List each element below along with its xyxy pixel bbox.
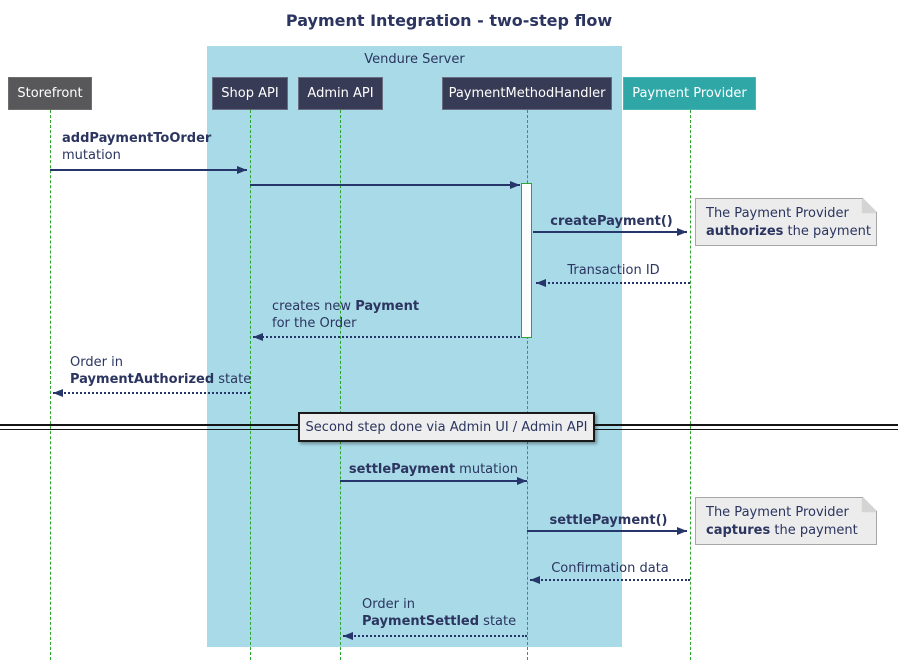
lifeline-shop-api [250,110,251,660]
message-add-payment-line2: mutation [62,148,121,163]
message-creates-payment-pre: creates new [272,299,356,314]
participant-storefront: Storefront [8,77,92,110]
lifeline-storefront [50,110,51,660]
message-confirmation-text: Confirmation data [551,561,669,576]
message-order-authorized-line1: Order in [70,355,123,370]
message-order-settled-bold: PaymentSettled [362,614,480,629]
message-order-authorized-bold: PaymentAuthorized [70,372,215,387]
message-settle-call-label: settlePayment() [527,512,690,529]
message-add-payment-bold: addPaymentToOrder [62,131,212,146]
message-create-payment-bold: createPayment() [550,214,673,229]
vendure-server-label: Vendure Server [364,52,465,67]
message-create-payment-label: createPayment() [533,213,690,230]
message-settle-mutation-bold: settlePayment [348,462,456,477]
message-order-settled-arrow [343,632,527,640]
message-transaction-id-arrow [536,279,690,287]
message-transaction-id-text: Transaction ID [567,263,660,278]
message-order-settled-label: Order in PaymentSettled state [362,596,516,630]
message-confirmation-arrow [530,576,690,584]
participant-shop-api-label: Shop API [221,86,279,101]
message-order-authorized-label: Order in PaymentAuthorized state [70,354,251,388]
message-add-payment-label: addPaymentToOrder mutation [62,130,211,164]
message-create-payment-arrow [533,228,687,236]
note-authorizes-line1: The Payment Provider [706,206,849,221]
message-order-authorized-after: state [214,372,252,387]
message-creates-payment-bold: Payment [355,299,420,314]
note-authorizes-bold: authorizes [706,224,784,239]
message-transaction-id-label: Transaction ID [537,262,690,279]
message-creates-payment-arrow [253,333,520,341]
message-add-payment-arrow [50,166,247,174]
vendure-server-container [207,46,622,647]
message-settle-call-bold: settlePayment() [549,513,668,528]
note-authorizes: The Payment Provider authorizes the paym… [695,198,877,246]
message-settle-mutation-arrow [340,477,527,485]
note-captures: The Payment Provider captures the paymen… [695,497,877,545]
message-settle-mutation-after: mutation [455,462,519,477]
message-creates-payment-label: creates new Payment for the Order [272,298,419,332]
participant-payment-provider-label: Payment Provider [632,86,747,101]
participant-shop-api: Shop API [212,77,288,110]
note-authorizes-after: the payment [783,224,871,239]
note-captures-bold: captures [706,523,771,538]
participant-payment-provider: Payment Provider [623,77,756,110]
message-settle-mutation-label: settlePayment mutation [340,461,527,478]
message-order-settled-line1: Order in [362,597,415,612]
lifeline-admin-api [340,110,341,660]
participant-payment-method-handler: PaymentMethodHandler [442,77,612,110]
divider-label: Second step done via Admin UI / Admin AP… [305,419,588,435]
activation-bar [521,183,532,338]
lifeline-payment-method-handler [527,110,528,660]
participant-payment-method-handler-label: PaymentMethodHandler [448,86,606,101]
lifeline-payment-provider [690,110,691,660]
divider-box: Second step done via Admin UI / Admin AP… [298,412,595,442]
message-settle-call-arrow [527,527,687,535]
note-captures-after: the payment [770,523,858,538]
diagram-title: Payment Integration - two-step flow [285,11,613,30]
message-creates-payment-line2: for the Order [272,316,357,331]
participant-storefront-label: Storefront [17,86,83,101]
message-order-authorized-arrow [53,389,250,397]
message-shop-to-handler-arrow [250,181,520,189]
participant-admin-api: Admin API [298,77,383,110]
participant-admin-api-label: Admin API [307,86,374,101]
note-captures-line1: The Payment Provider [706,505,849,520]
message-order-settled-after: state [479,614,517,629]
message-confirmation-label: Confirmation data [530,560,690,577]
